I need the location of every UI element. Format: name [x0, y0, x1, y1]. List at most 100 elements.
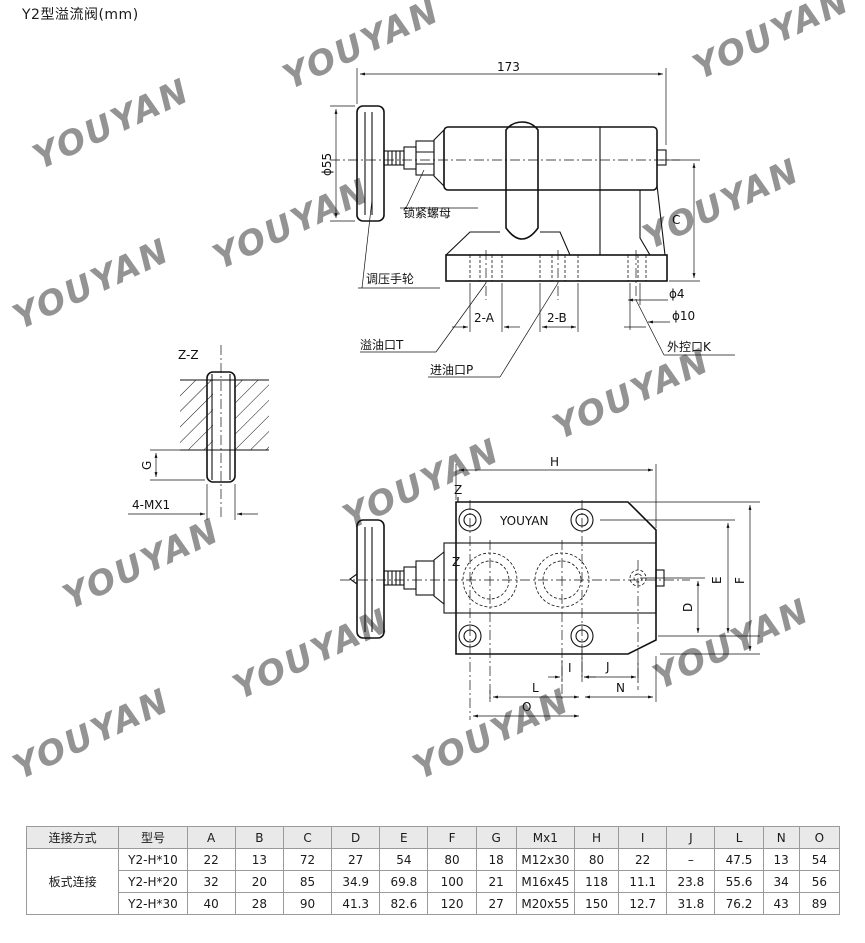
col-header: A — [186, 826, 236, 849]
dim-phi10-label: ϕ10 — [672, 309, 695, 323]
col-header: L — [714, 826, 764, 849]
table-cell: 54 — [798, 848, 841, 871]
table-cell: – — [666, 848, 716, 871]
col-header: G — [475, 826, 517, 849]
table-cell: 85 — [282, 870, 333, 893]
table-cell: 56 — [798, 870, 841, 893]
watermark: YOUYAN — [207, 171, 376, 278]
col-header: B — [234, 826, 284, 849]
section-zz: Z-Z G 4-MX1 — [128, 345, 269, 520]
table-cell: 22 — [618, 848, 668, 871]
table-cell: 21 — [475, 870, 517, 893]
dim-i-label: I — [568, 661, 572, 675]
side-view: 173 ϕ55 锁紧螺母 调压手轮 C 2-A 2-B ϕ4 — [320, 60, 735, 378]
table-cell: 55.6 — [714, 870, 764, 893]
table-cell: Y2-H*10 — [118, 848, 188, 871]
table-cell: Y2-H*30 — [118, 892, 188, 915]
table-header-row: 连接方式 型号 A B C D E F G Mx1 H I J L N O — [25, 826, 841, 849]
dim-j-label: J — [605, 660, 610, 674]
dim-e-label: E — [710, 576, 724, 584]
table-cell: 22 — [186, 848, 236, 871]
table-cell: 27 — [331, 848, 381, 871]
col-header: Mx1 — [515, 826, 575, 849]
table-cell: 90 — [282, 892, 333, 915]
watermark: YOUYAN — [227, 601, 396, 708]
brand-label: YOUYAN — [499, 514, 549, 528]
dim-l-label: L — [532, 681, 539, 695]
table-row: 板式连接 Y2-H*10 22 13 72 27 54 80 18 M12x30… — [25, 848, 841, 915]
table-cell: 32 — [186, 870, 236, 893]
table-cell: 82.6 — [379, 892, 429, 915]
z-mark-top: Z — [454, 483, 462, 497]
lock-nut-label: 锁紧螺母 — [403, 205, 451, 220]
dim-n-label: N — [616, 681, 625, 695]
top-view: YOUYAN Z Z H D E F I J L — [340, 455, 760, 720]
dim-g-label: G — [140, 461, 154, 470]
dim-f-label: F — [733, 577, 747, 584]
table-cell: 12.7 — [618, 892, 668, 915]
col-header: E — [379, 826, 429, 849]
col-header: 连接方式 — [25, 826, 120, 849]
dim-2b-label: 2-B — [547, 311, 567, 325]
table-cell: 41.3 — [331, 892, 381, 915]
dim-phi4-label: ϕ4 — [669, 287, 685, 301]
connection-type-cell: 板式连接 — [25, 848, 120, 915]
watermark: YOUYAN — [637, 151, 806, 258]
table-cell: 20 — [234, 870, 284, 893]
dim-d-label: D — [681, 603, 695, 612]
col-header: D — [331, 826, 381, 849]
handwheel-label: 调压手轮 — [366, 272, 414, 286]
z-mark-left: Z — [452, 555, 460, 569]
col-header: 型号 — [118, 826, 188, 849]
valve-drawing: YOUYAN YOUYAN YOUYAN YOUYAN YOUYAN YOUYA… — [7, 0, 856, 788]
watermark-layer: YOUYAN YOUYAN YOUYAN YOUYAN YOUYAN YOUYA… — [7, 0, 856, 788]
col-header: N — [762, 826, 800, 849]
table-cell: 100 — [427, 870, 477, 893]
table-cell: M16x45 — [515, 870, 575, 893]
table-cell: 18 — [475, 848, 517, 871]
table-cell: 11.1 — [618, 870, 668, 893]
table-cell: M12x30 — [515, 848, 575, 871]
dim-2a-label: 2-A — [474, 311, 495, 325]
table-cell: 34 — [762, 870, 800, 893]
table-cell: 43 — [762, 892, 800, 915]
watermark: YOUYAN — [647, 591, 816, 698]
watermark: YOUYAN — [277, 0, 446, 98]
table-cell: 40 — [186, 892, 236, 915]
watermark: YOUYAN — [687, 0, 856, 88]
table-cell: Y2-H*20 — [118, 870, 188, 893]
col-header: O — [798, 826, 841, 849]
dim-o-label: O — [522, 700, 531, 714]
table-cell: 28 — [234, 892, 284, 915]
table-cell: 31.8 — [666, 892, 716, 915]
table-cell: M20x55 — [515, 892, 575, 915]
dim-phi55-label: ϕ55 — [320, 153, 334, 176]
table-cell: 72 — [282, 848, 333, 871]
col-header: H — [573, 826, 620, 849]
table-cell: 27 — [475, 892, 517, 915]
dim-4mx1-label: 4-MX1 — [132, 498, 170, 512]
section-zz-label: Z-Z — [178, 348, 199, 362]
table-cell: 150 — [573, 892, 620, 915]
table-row: Y2-H*20 32 20 85 34.9 69.8 100 21 M16x45… — [27, 870, 841, 893]
dim-h-label: H — [550, 455, 559, 469]
table-cell: 118 — [573, 870, 620, 893]
spec-table: 连接方式 型号 A B C D E F G Mx1 H I J L N O 板式… — [25, 826, 841, 915]
watermark: YOUYAN — [57, 511, 226, 618]
dim-c-label: C — [672, 213, 680, 227]
outlet-t-label: 溢油口T — [360, 338, 404, 352]
page-title: Y2型溢流阀(mm) — [22, 7, 139, 23]
table-row: Y2-H*30 40 28 90 41.3 82.6 120 27 M20x55… — [27, 892, 841, 915]
col-header: F — [427, 826, 477, 849]
watermark: YOUYAN — [7, 681, 176, 788]
table-cell: 80 — [427, 848, 477, 871]
table-cell: 47.5 — [714, 848, 764, 871]
control-k-label: 外控口K — [667, 340, 712, 354]
table-cell: 89 — [798, 892, 841, 915]
table-cell: 120 — [427, 892, 477, 915]
inlet-p-label: 进油口P — [430, 363, 473, 377]
table-cell: 34.9 — [331, 870, 381, 893]
dim-173-label: 173 — [497, 60, 520, 74]
watermark: YOUYAN — [547, 341, 716, 448]
table-cell: 69.8 — [379, 870, 429, 893]
